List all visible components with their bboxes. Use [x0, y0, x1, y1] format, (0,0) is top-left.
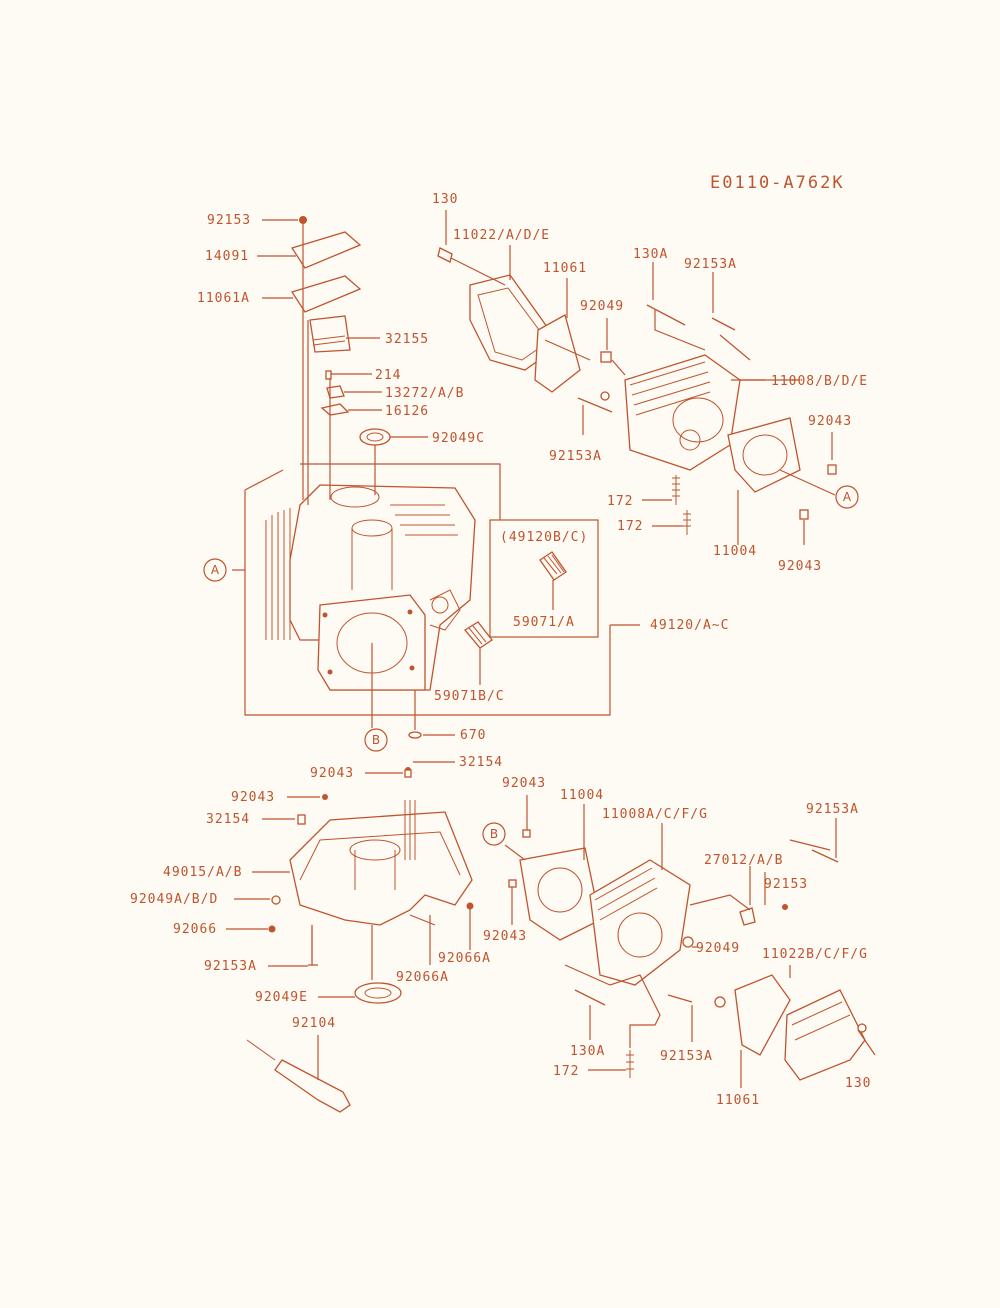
- part-label: 92066A: [396, 970, 449, 985]
- part-label: 32154: [459, 755, 503, 770]
- rocker-cover-top: [437, 247, 591, 393]
- part-label: 92104: [292, 1016, 336, 1031]
- part-label: 32155: [385, 332, 429, 347]
- part-label: 11061A: [197, 291, 250, 306]
- callout-b-upper: B: [364, 728, 388, 752]
- svg-text:B: B: [490, 827, 498, 841]
- part-label: 130: [845, 1076, 871, 1091]
- part-label: (49120B/C): [500, 530, 588, 545]
- part-label: 214: [375, 368, 401, 383]
- part-label: 92049: [580, 299, 624, 314]
- part-label: 49120/A~C: [650, 618, 729, 633]
- spring-part-2: [464, 621, 493, 685]
- part-labels: 92153 14091 11061A 32155 214 13272/A/B 1…: [130, 192, 871, 1108]
- part-label: 92043: [310, 766, 354, 781]
- part-label: 130A: [633, 247, 668, 262]
- part-label: 92049A/B/D: [130, 892, 218, 907]
- part-label: 92049: [696, 941, 740, 956]
- part-label: 11061: [716, 1093, 760, 1108]
- part-label: 172: [607, 494, 633, 509]
- part-label: 172: [617, 519, 643, 534]
- part-label: 92066: [173, 922, 217, 937]
- part-label: 92153: [207, 213, 251, 228]
- part-label: 172: [553, 1064, 579, 1079]
- part-label: 130: [432, 192, 458, 207]
- part-label: 11022B/C/F/G: [762, 947, 868, 962]
- part-label: 16126: [385, 404, 429, 419]
- part-label: 13272/A/B: [385, 386, 464, 401]
- part-label: 59071/A: [513, 615, 575, 630]
- part-label: 11008/B/D/E: [771, 374, 868, 389]
- cylinder-head-bottom: [508, 829, 839, 1078]
- part-label: 92043: [502, 776, 546, 791]
- part-label: 59071B/C: [434, 689, 505, 704]
- part-label: 92153A: [549, 449, 602, 464]
- callout-a-right: A: [835, 485, 859, 509]
- part-label: 11022/A/D/E: [453, 228, 550, 243]
- diagram-code: E0110-A762K: [710, 173, 845, 193]
- part-label: 49015/A/B: [163, 865, 242, 880]
- part-label: 14091: [205, 249, 249, 264]
- part-label: 92043: [808, 414, 852, 429]
- part-label: 130A: [570, 1044, 605, 1059]
- svg-text:B: B: [372, 733, 380, 747]
- part-label: 92049C: [432, 431, 485, 446]
- part-label: 92153A: [806, 802, 859, 817]
- part-label: 92066A: [438, 951, 491, 966]
- inset-box: [489, 519, 599, 638]
- part-label: 92043: [778, 559, 822, 574]
- part-label: 92153A: [660, 1049, 713, 1064]
- part-label: 11008A/C/F/G: [602, 807, 708, 822]
- part-label: 11004: [713, 544, 757, 559]
- callout-b-lower: B: [482, 822, 506, 846]
- part-label: 27012/A/B: [704, 853, 783, 868]
- o-ring-670: [408, 731, 422, 739]
- part-label: 92043: [483, 929, 527, 944]
- callout-a-left: A: [203, 558, 227, 582]
- rocker-cover-bottom: [734, 974, 876, 1081]
- part-label: 11004: [560, 788, 604, 803]
- leader-lines: [226, 210, 837, 1088]
- cylinder-block: [232, 463, 640, 728]
- svg-text:A: A: [843, 490, 852, 504]
- part-label: 32154: [206, 812, 250, 827]
- part-label: 92153A: [684, 257, 737, 272]
- part-label: 92153A: [204, 959, 257, 974]
- part-label: 92153: [764, 877, 808, 892]
- crankcase: [246, 767, 474, 1113]
- part-label: 92049E: [255, 990, 308, 1005]
- svg-text:A: A: [211, 563, 220, 577]
- breather-cover-stack: [290, 216, 391, 505]
- part-label: 670: [460, 728, 486, 743]
- spring-part: [539, 551, 567, 610]
- part-label: 92043: [231, 790, 275, 805]
- cylinder-head-top: [577, 304, 837, 545]
- part-label: 11061: [543, 261, 587, 276]
